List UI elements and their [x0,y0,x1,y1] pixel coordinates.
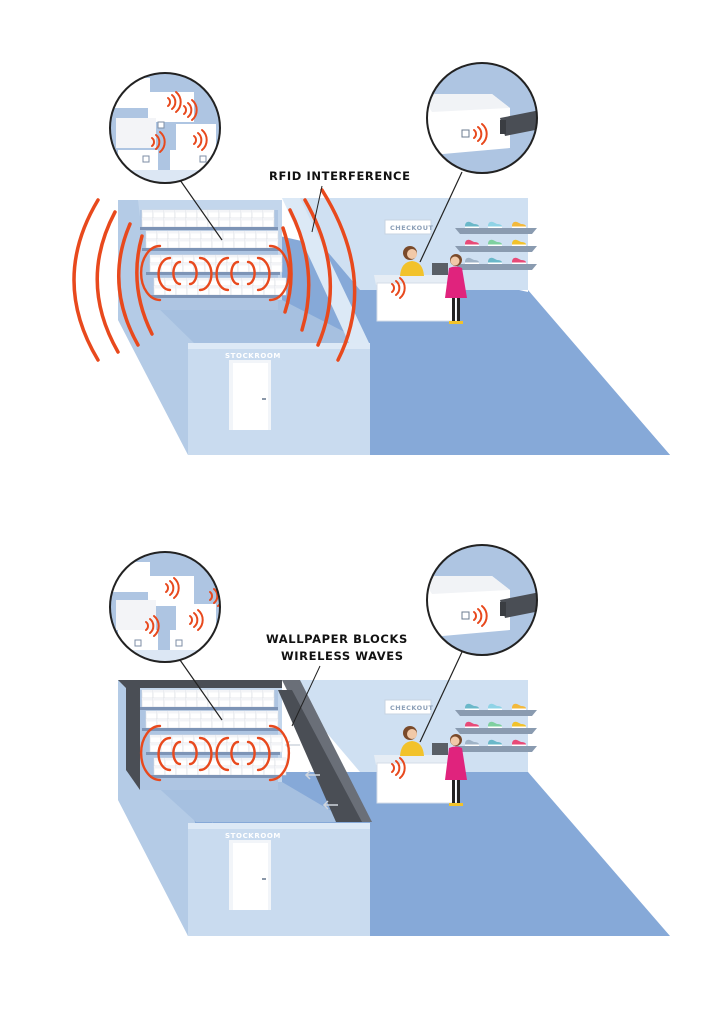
stockroom-label: STOCKROOM [225,832,281,840]
stockroom-label: STOCKROOM [225,352,281,360]
door-icon [229,360,271,430]
callout-wallpaper-line2: WIRELESS WAVES [281,649,404,663]
callout-rfid-interference: RFID INTERFERENCE [269,169,411,183]
shoe-display [455,222,537,270]
shoe-display [455,704,537,752]
callout-wallpaper-line1: WALLPAPER BLOCKS [266,632,408,646]
door-icon [229,840,271,910]
scene-top: STOCKROOM [74,60,670,455]
checkout-sign: CHECKOUT [390,224,433,232]
scene-bottom: STOCKROOM [100,540,670,936]
checkout-sign: CHECKOUT [390,704,433,712]
